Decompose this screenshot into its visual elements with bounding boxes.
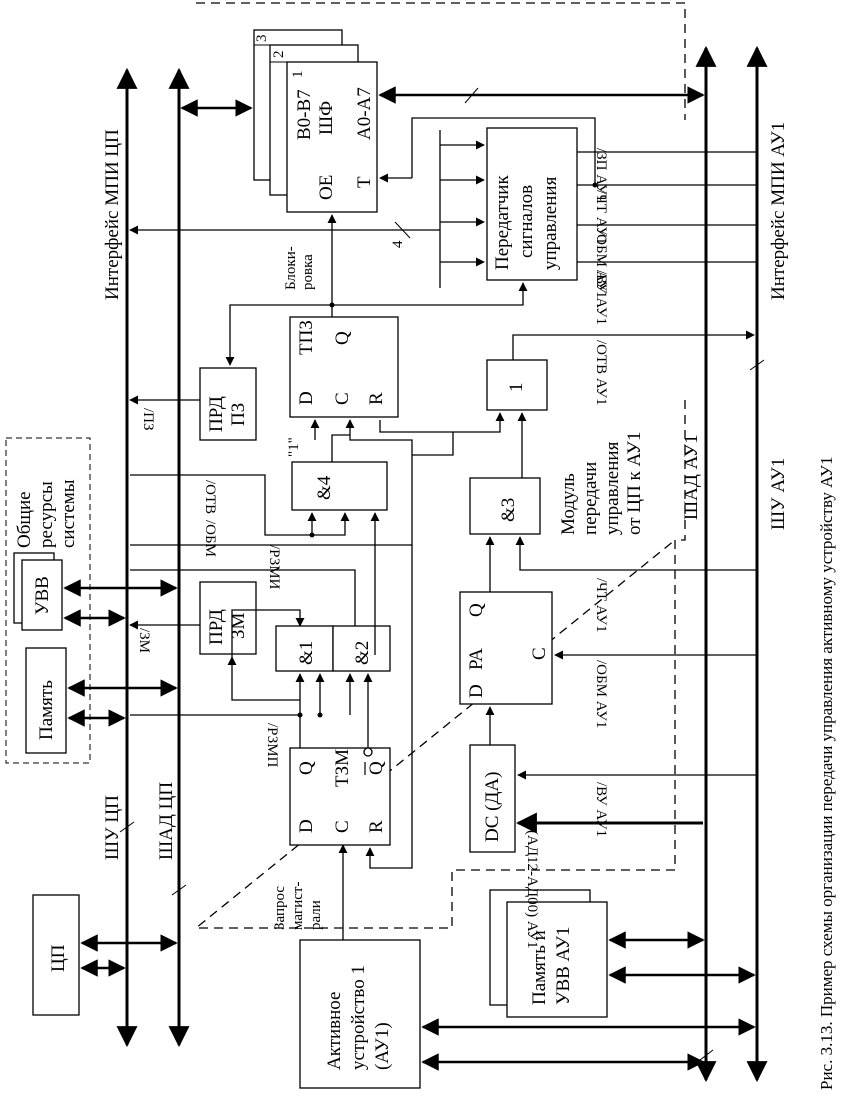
zm-label: /ЗМ [136,628,152,653]
otv-label: /ОТВ [202,480,218,514]
dc-label: DC (ДА) [482,772,503,842]
tpz-output-wiring [225,214,528,366]
memory-io-block [506,901,608,1018]
au1-bus-links [421,1018,756,1071]
tzm-qbar: Q [366,761,387,775]
buffer-1 [286,61,378,213]
vu-au1-label: /ВУ АУ1 [593,782,609,837]
memory-io-label: Память и УВВ АУ1 [529,925,574,1005]
ra-q: Q [466,603,487,617]
uvv-label: УВВ [32,576,53,615]
tzm-flipflop [289,747,391,846]
figure-caption: Рис. 3.13. Пример схемы организации пере… [817,457,836,1090]
tpz-q: Q [332,331,353,345]
or-gate [486,359,548,411]
shared-resources-group [5,437,91,764]
shu-cp-label: ШУ ЦП [102,795,123,860]
cpu-block [32,894,80,1016]
and2-label: &2 [352,641,373,665]
rzmi-label: /РЗМИ [266,545,282,590]
tzm-q: Q [296,761,317,775]
module-border [194,2,686,929]
buffer-num-3: 3 [254,35,270,43]
ra-name: РА [466,648,487,670]
prd-pz-block [199,367,257,441]
tzm-r: R [366,820,387,833]
rzmp-label: /РЗМП [264,723,280,768]
tzm-c: C [332,820,353,833]
zap-au1-label: /ЗП АУ1 [593,148,609,202]
prd-zm-label: ПРД ЗМ [206,604,249,645]
buffer-b-label: B0-B7 [294,89,315,140]
tzm-input-wiring [365,545,413,869]
tpz-r: R [366,392,387,405]
transmitter-wiring [129,117,757,288]
tpz-flipflop [289,316,399,418]
and1-label: &1 [296,641,317,665]
one-label: "1" [286,437,302,457]
shad-au1-label: ШАД АУ1 [681,434,702,520]
tzm-qbar-bubble [363,747,373,757]
cpu-interface-label: Интерфейс МПИ ЦП [102,129,123,300]
four-label: 4 [390,240,406,248]
obm-label: /ОБМ [202,520,218,557]
obm-au1-label: /ОБМ АУ1 [593,660,609,728]
bus-lines [116,45,768,1083]
buffer-num-1: 1 [290,71,306,79]
otv-au1-label: /ОТВ АУ1 [593,340,609,406]
tpz-name: ТПЗ [296,320,317,355]
buffer-id-label: ШФ [316,101,337,135]
and2-gate [332,625,391,672]
blocking-label: Блоки- ровка [283,243,316,290]
buffer-t-label: T [354,176,375,188]
cht-au1-label: /ЧТ АУ1 [593,578,609,632]
cpu-bus-links [80,934,178,977]
prd-pz-label: ПРД ПЗ [206,391,249,432]
ra-d: D [466,684,487,698]
ra-c: C [529,647,550,660]
active-device-block [299,939,421,1089]
and3-label: &3 [498,498,519,522]
memory-label: Память [36,680,57,740]
obm-au1-top-label: /ОБМ АУ1 [593,230,609,298]
vu-au1-top-label: /ВУ АУ1 [593,270,609,325]
bus-ticks [119,359,765,1061]
tzm-name: ТЗМ [332,749,353,787]
buffer-num-2: 2 [271,51,287,59]
shad-cp-label: ШАД ЦП [156,782,177,860]
ra-register [459,591,553,705]
tpz-c: C [332,392,353,405]
cht-au1-top-label: /ЧТ АУ1 [593,190,609,244]
request-label: Запрос магист- рали [272,878,324,930]
pz-label: /ПЗ [140,408,156,431]
shared-resources-label: Общие ресурсы системы [14,476,79,548]
memory-block [25,647,67,754]
ra-wiring [485,650,757,745]
shu-au1-label: ШУ АУ1 [768,458,789,530]
buffer-bus-links [180,86,705,117]
transmitter-block [486,127,578,281]
and4-gate [291,461,388,511]
tzm-d: D [296,819,317,833]
tpz-d: D [296,391,317,405]
and4-label: &4 [314,475,335,500]
au1-interface-label: Интерфейс МПИ АУ1 [768,122,789,300]
cpu-label: ЦП [48,944,69,972]
buffer-oe-label: OE [316,175,337,200]
memory-io-links [608,931,756,984]
prd-zm-block [199,581,257,655]
shared-bus-links [63,579,178,727]
active-device-label: Активное устройство 1 (АУ1) [324,960,393,1070]
ad-au1-label: (АД12-АД00) АУ1 [524,830,540,949]
or-label: 1 [506,383,527,393]
uvv-block [21,559,63,631]
buffer-a-label: A0-A7 [354,87,375,140]
module-label: Модуль передачи управления от ЦП к АУ1 [558,432,645,535]
and3-gate [469,477,541,535]
and3-wiring [485,536,757,592]
transmitter-label: Передатчик сигналов управления [492,171,561,270]
dc-block [469,744,516,853]
or-wiring [379,330,755,478]
